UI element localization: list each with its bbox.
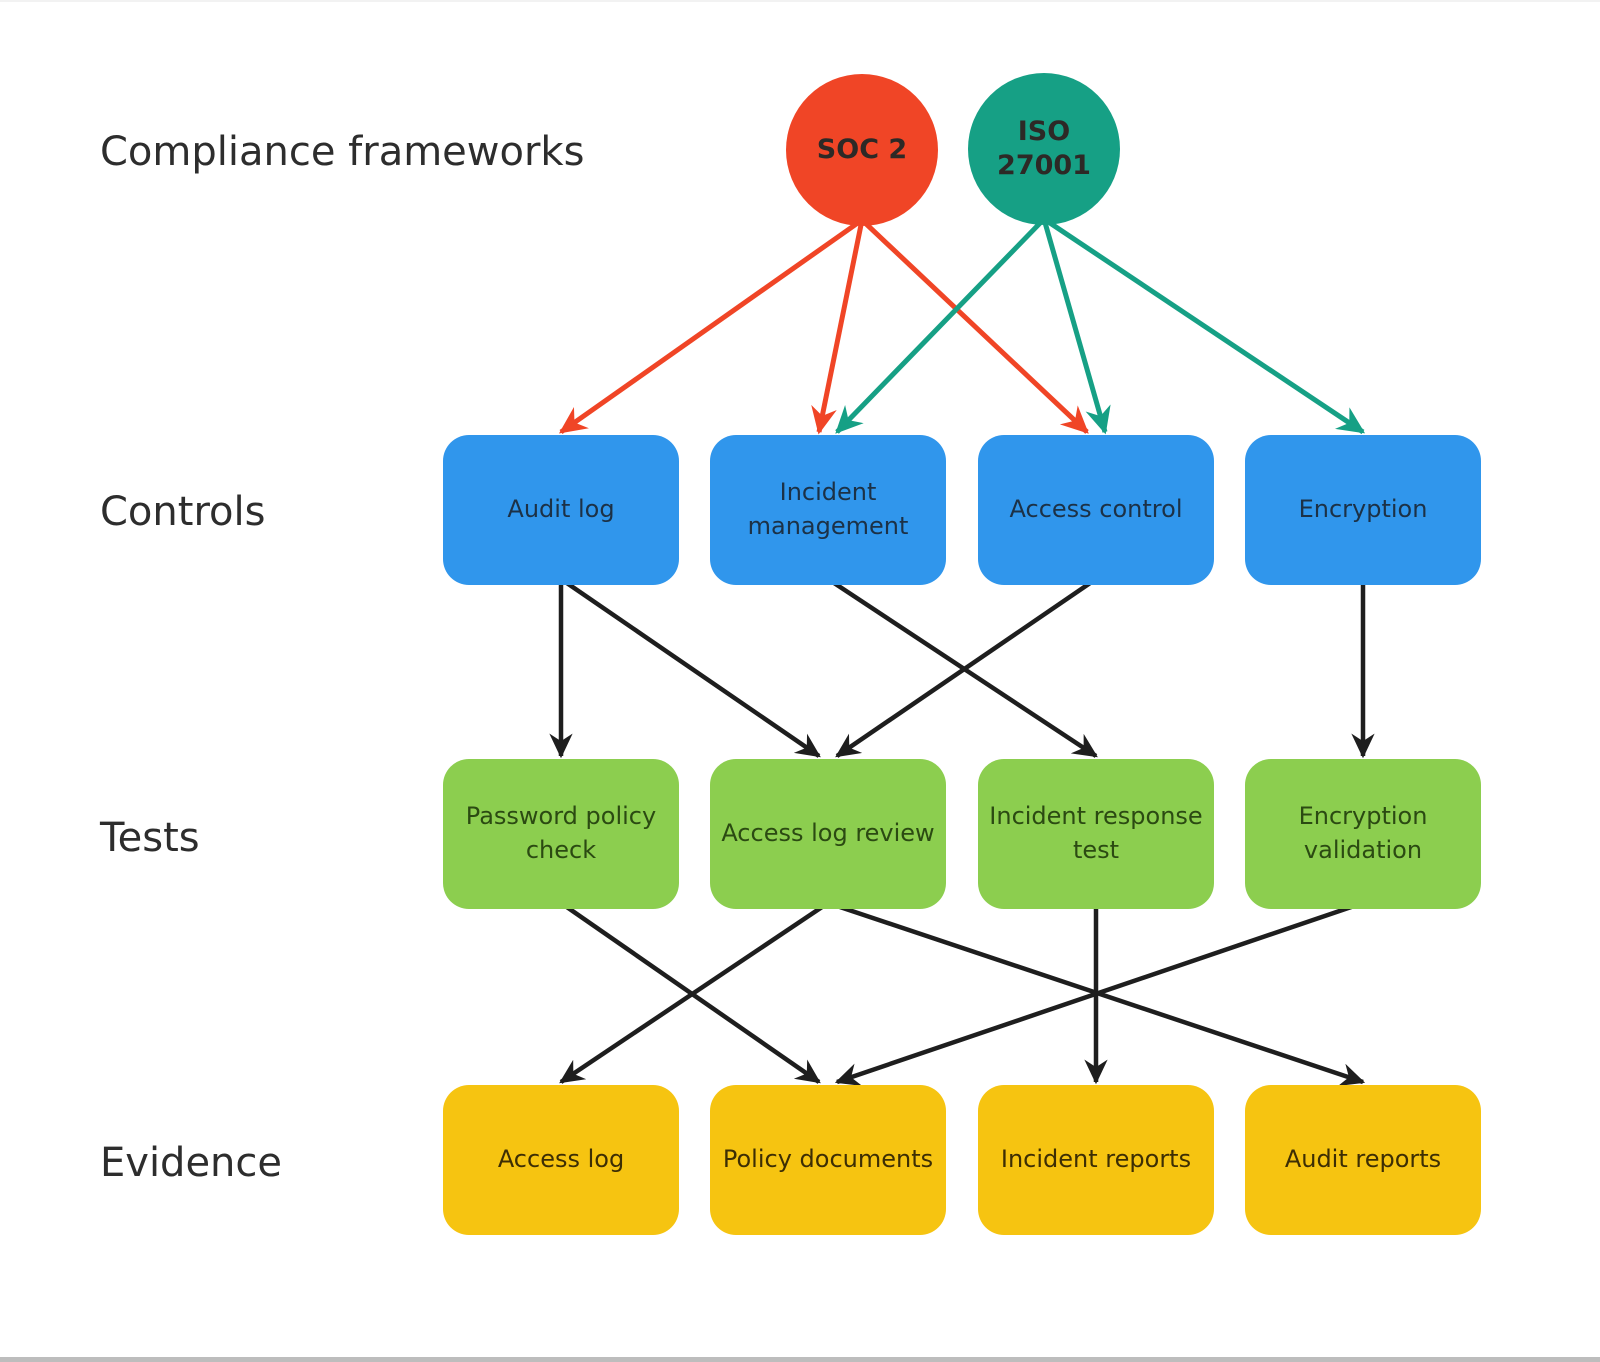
row-label-evidence: Evidence: [100, 1140, 283, 1186]
node-label: Incident management: [747, 478, 909, 540]
node-label: Access control: [1009, 495, 1183, 524]
edge-access-log-review-to-access-log-evidence: [559, 901, 830, 1084]
row-label-frameworks: Compliance frameworks: [100, 129, 585, 175]
framework-node-iso27001: ISO 27001: [968, 73, 1120, 225]
row-label-tests: Tests: [100, 815, 200, 861]
framework-node-label: SOC 2: [816, 134, 908, 166]
test-node-encryption-validation: Encryption validation: [1245, 759, 1481, 909]
evidence-node-policy-documents: Policy documents: [710, 1085, 946, 1235]
framework-node-soc2: SOC 2: [786, 74, 938, 226]
test-node-incident-response-test: Incident response test: [978, 759, 1214, 909]
framework-node-label: ISO 27001: [997, 116, 1091, 181]
node-label: Encryption validation: [1298, 802, 1428, 864]
row-label-controls: Controls: [100, 489, 266, 535]
edge-password-policy-check-to-policy-documents: [559, 901, 821, 1084]
control-node-encryption: Encryption: [1245, 435, 1481, 585]
node-label: Audit reports: [1284, 1145, 1442, 1174]
edge-audit-log-control-to-access-log-review: [559, 577, 821, 758]
control-node-audit-log-control: Audit log: [443, 435, 679, 585]
edge-soc2-to-access-control: [860, 218, 1089, 434]
node-label: Access log: [497, 1145, 625, 1174]
bottom-edge-strip: [0, 1357, 1600, 1362]
control-node-access-control: Access control: [978, 435, 1214, 585]
test-node-password-policy-check: Password policy check: [443, 759, 679, 909]
edge-soc2-to-incident-management: [811, 219, 865, 435]
node-label: Password policy check: [465, 802, 657, 864]
edge-soc2-to-audit-log-control: [558, 217, 864, 435]
node-label: Incident response test: [989, 802, 1203, 864]
edge-access-control-to-access-log-review: [835, 577, 1098, 758]
edge-incident-management-to-incident-response-test: [826, 577, 1098, 758]
test-node-access-log-review: Access log review: [710, 759, 946, 909]
edge-iso27001-to-access-control: [1041, 218, 1111, 435]
edge-iso27001-to-encryption: [1042, 216, 1366, 435]
node-label: Encryption: [1298, 495, 1428, 524]
evidence-node-access-log-evidence: Access log: [443, 1085, 679, 1235]
control-node-incident-management: Incident management: [710, 435, 946, 585]
edge-iso27001-to-incident-management: [835, 217, 1046, 434]
evidence-node-audit-reports: Audit reports: [1245, 1085, 1481, 1235]
node-label: Policy documents: [722, 1145, 934, 1174]
node-label: Audit log: [507, 495, 615, 524]
node-label: Incident reports: [1000, 1145, 1192, 1174]
edge-encryption-validation-to-policy-documents: [834, 900, 1364, 1086]
node-label: Access log review: [721, 819, 935, 848]
evidence-node-incident-reports: Incident reports: [978, 1085, 1214, 1235]
